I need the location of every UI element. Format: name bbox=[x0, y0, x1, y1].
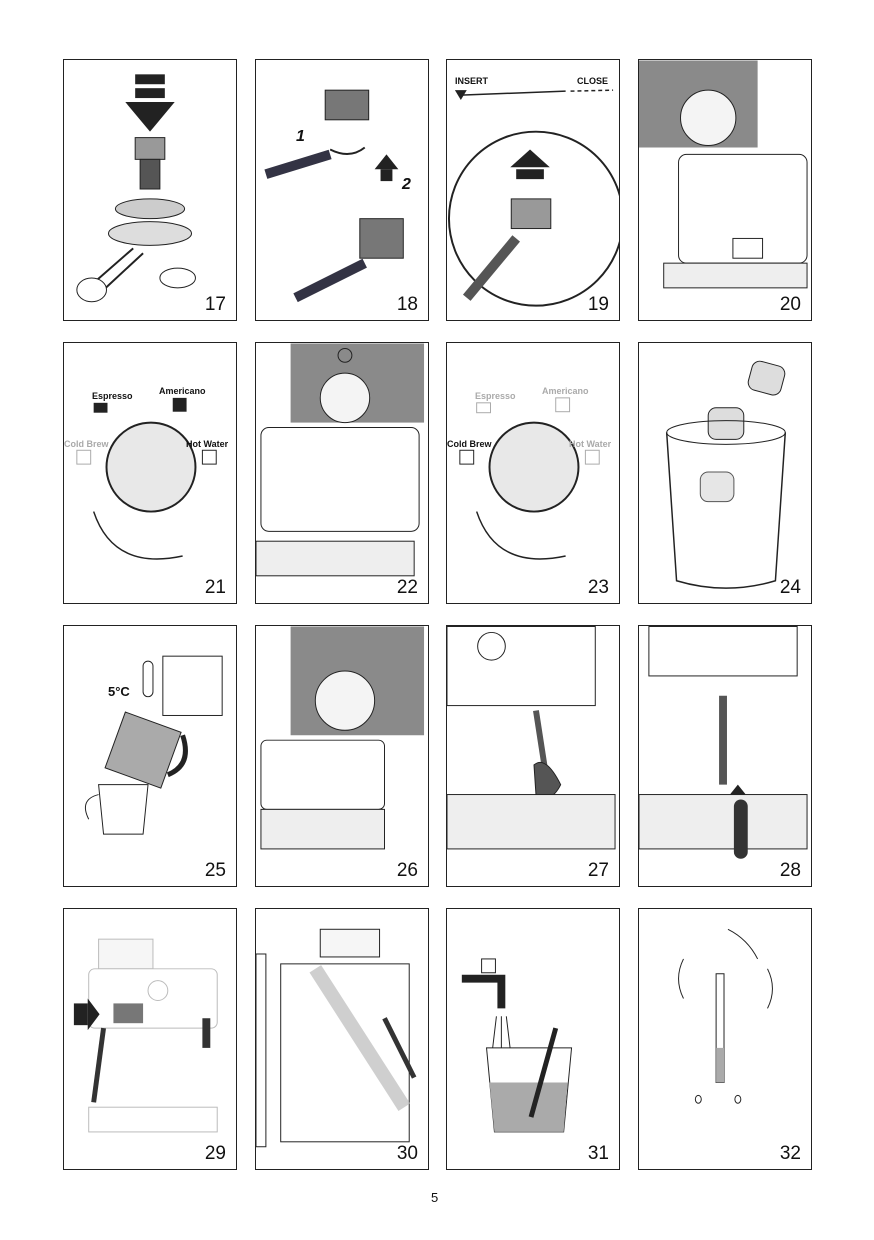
step-1-label: 1 bbox=[296, 128, 305, 145]
espresso-label: Espresso bbox=[92, 391, 133, 401]
machine-side-illustration bbox=[256, 928, 417, 1148]
temperature-label: 5°C bbox=[108, 684, 130, 699]
machine-front-illustration bbox=[73, 938, 218, 1133]
wipe-wand-illustration bbox=[447, 626, 616, 850]
portafilter-insert-illustration bbox=[448, 89, 619, 307]
machine-temp-button-illustration bbox=[639, 60, 808, 289]
figure-number: 28 bbox=[779, 860, 801, 881]
hot-water-label: Hot Water bbox=[569, 439, 612, 449]
figure-number: 24 bbox=[779, 577, 801, 598]
figure-28-steam-tip-tool: 28 bbox=[638, 625, 812, 887]
figure-number: 26 bbox=[396, 860, 418, 881]
figure-number: 27 bbox=[587, 860, 609, 881]
americano-label: Americano bbox=[159, 386, 206, 396]
steam-tip-tool-illustration bbox=[639, 626, 808, 859]
figure-20-temperature-button: 20 bbox=[638, 59, 812, 321]
figure-26-steam-button: 26 bbox=[255, 625, 429, 887]
milk-pour-illustration bbox=[84, 655, 223, 835]
figure-number: 22 bbox=[396, 577, 418, 598]
figure-number: 25 bbox=[204, 860, 226, 881]
tap-glass-illustration bbox=[461, 958, 573, 1133]
figure-number: 20 bbox=[779, 294, 801, 315]
figure-25-cold-milk: 5°C 25 bbox=[63, 625, 237, 887]
figure-number: 32 bbox=[779, 1143, 801, 1164]
insert-label: INSERT bbox=[455, 76, 489, 86]
espresso-label: Espresso bbox=[475, 391, 516, 401]
figure-number: 17 bbox=[204, 294, 226, 315]
figure-17-tamping: 17 bbox=[63, 59, 237, 321]
machine-start-button-illustration bbox=[256, 343, 425, 577]
figure-32-shake-strip: 32 bbox=[638, 908, 812, 1170]
hot-water-label: Hot Water bbox=[186, 439, 229, 449]
figure-30-side-view: 30 bbox=[255, 908, 429, 1170]
tamper-illustration bbox=[76, 74, 196, 303]
figure-23-dial-cold-brew: Espresso Americano Cold Brew Hot Water 2… bbox=[446, 342, 620, 604]
figure-number: 30 bbox=[396, 1143, 418, 1164]
figure-number: 29 bbox=[204, 1143, 226, 1164]
figure-24-ice-glass: 24 bbox=[638, 342, 812, 604]
step-2-label: 2 bbox=[402, 176, 411, 193]
figure-31-rinse: 31 bbox=[446, 908, 620, 1170]
funnel-illustration bbox=[264, 89, 404, 303]
figure-number: 19 bbox=[587, 294, 609, 315]
figure-22-start-button: 22 bbox=[255, 342, 429, 604]
figure-27-wipe-steam-wand: 27 bbox=[446, 625, 620, 887]
figure-number: 21 bbox=[204, 577, 226, 598]
figure-number: 31 bbox=[587, 1143, 609, 1164]
figure-29-remove-drip-tray: 29 bbox=[63, 908, 237, 1170]
figure-number: 18 bbox=[396, 294, 418, 315]
cold-brew-label: Cold Brew bbox=[447, 439, 492, 449]
ice-glass-illustration bbox=[665, 360, 787, 589]
close-label: CLOSE bbox=[577, 76, 609, 86]
cold-brew-label: Cold Brew bbox=[64, 439, 109, 449]
americano-label: Americano bbox=[542, 386, 589, 396]
figure-21-dial-hot-water: Espresso Americano Cold Brew Hot Water 2… bbox=[63, 342, 237, 604]
test-strip-illustration bbox=[678, 928, 773, 1104]
figure-number: 23 bbox=[587, 577, 609, 598]
figure-18-funnel: 1 2 18 bbox=[255, 59, 429, 321]
selection-dial-illustration bbox=[459, 397, 600, 560]
selection-dial-illustration bbox=[76, 397, 217, 560]
page-number: 5 bbox=[431, 1190, 439, 1205]
machine-steam-button-illustration bbox=[260, 626, 425, 850]
figure-19-insert-portafilter: INSERT CLOSE 19 bbox=[446, 59, 620, 321]
